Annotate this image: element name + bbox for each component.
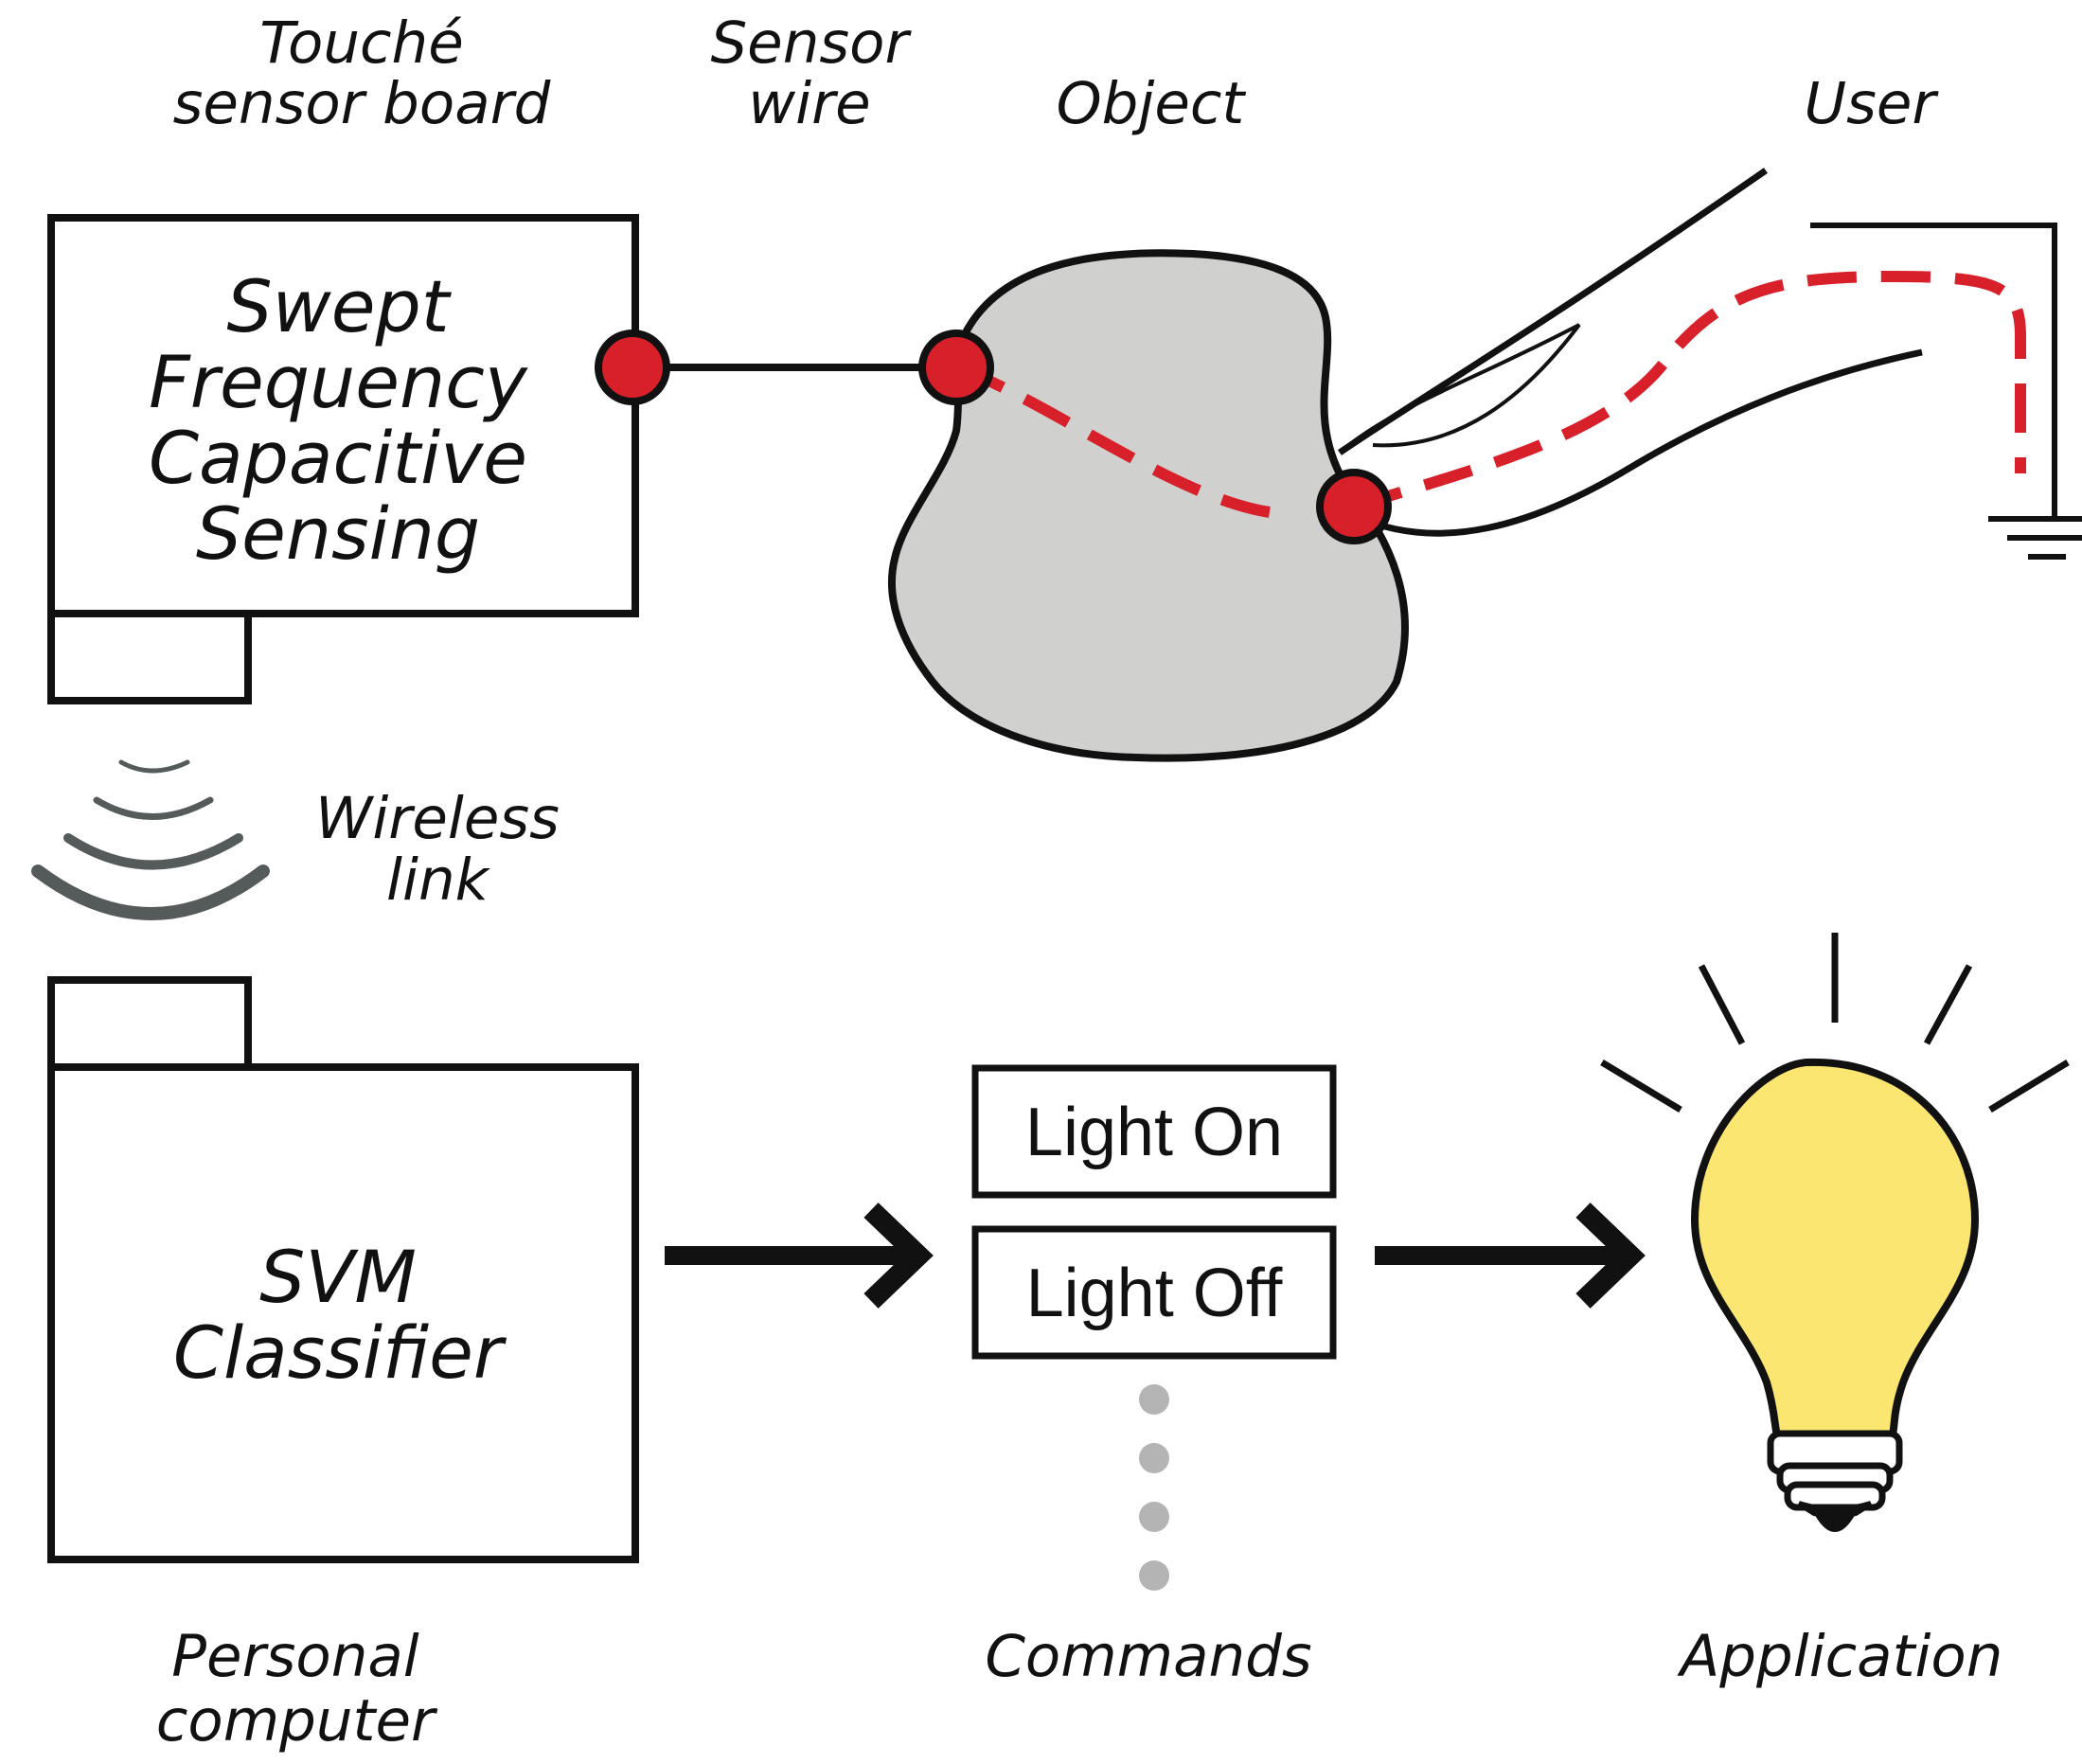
- label-wireless-line2: link: [386, 846, 491, 914]
- label-commands: Commands: [985, 1623, 1311, 1690]
- label-sensor-board-line2: sensor board: [173, 70, 551, 137]
- contact-point-object: [918, 330, 994, 405]
- label-application: Application: [1677, 1623, 2003, 1690]
- label-object: Object: [1057, 70, 1247, 137]
- label-personal-computer-line1: Personal: [171, 1623, 419, 1690]
- sensor-box-line2: Frequency: [149, 340, 528, 424]
- computer-tab: [47, 976, 252, 1071]
- signal-path-object: [955, 362, 1290, 520]
- sensor-board-box: [47, 214, 639, 617]
- sensor-box-line3: Capacitive: [149, 416, 527, 500]
- command-light-on: Light On: [1025, 1095, 1283, 1170]
- ground-wire: [1810, 223, 2057, 516]
- light-bulb-icon: [1600, 933, 2070, 1532]
- label-sensor-wire-line1: Sensor: [710, 9, 912, 77]
- label-wireless-line1: Wireless: [315, 785, 560, 852]
- label-personal-computer-line2: computer: [156, 1687, 438, 1755]
- contact-point-board: [595, 330, 670, 405]
- arrow-right-icon: [665, 1203, 934, 1309]
- fingernail-outline: [1338, 323, 1581, 454]
- label-sensor-wire-line2: wire: [748, 70, 870, 137]
- classifier-box: [47, 1063, 639, 1563]
- signal-path-user: [1352, 270, 2026, 512]
- classifier-box-line1: SVM: [259, 1235, 417, 1319]
- more-commands-ellipsis: [1139, 1384, 1169, 1591]
- wireless-signal-icon: [31, 759, 270, 920]
- sensor-box-line4: Sensing: [196, 491, 480, 576]
- label-user: User: [1804, 70, 1939, 137]
- sensor-board-tab: [47, 610, 252, 704]
- arrow-right-icon: [1375, 1203, 1646, 1309]
- classifier-box-line2: Classifier: [173, 1310, 507, 1395]
- command-light-off: Light Off: [1026, 1256, 1284, 1331]
- object-shape: [888, 249, 1409, 762]
- command-box-light-on: [971, 1064, 1337, 1199]
- command-box-light-off: [971, 1225, 1337, 1360]
- contact-point-touch: [1316, 469, 1392, 544]
- label-sensor-board-line1: Touché: [259, 9, 463, 77]
- ground-icon: [1988, 516, 2082, 560]
- hand-lower-edge: [1354, 348, 1923, 537]
- sensor-box-line1: Swept: [226, 264, 452, 348]
